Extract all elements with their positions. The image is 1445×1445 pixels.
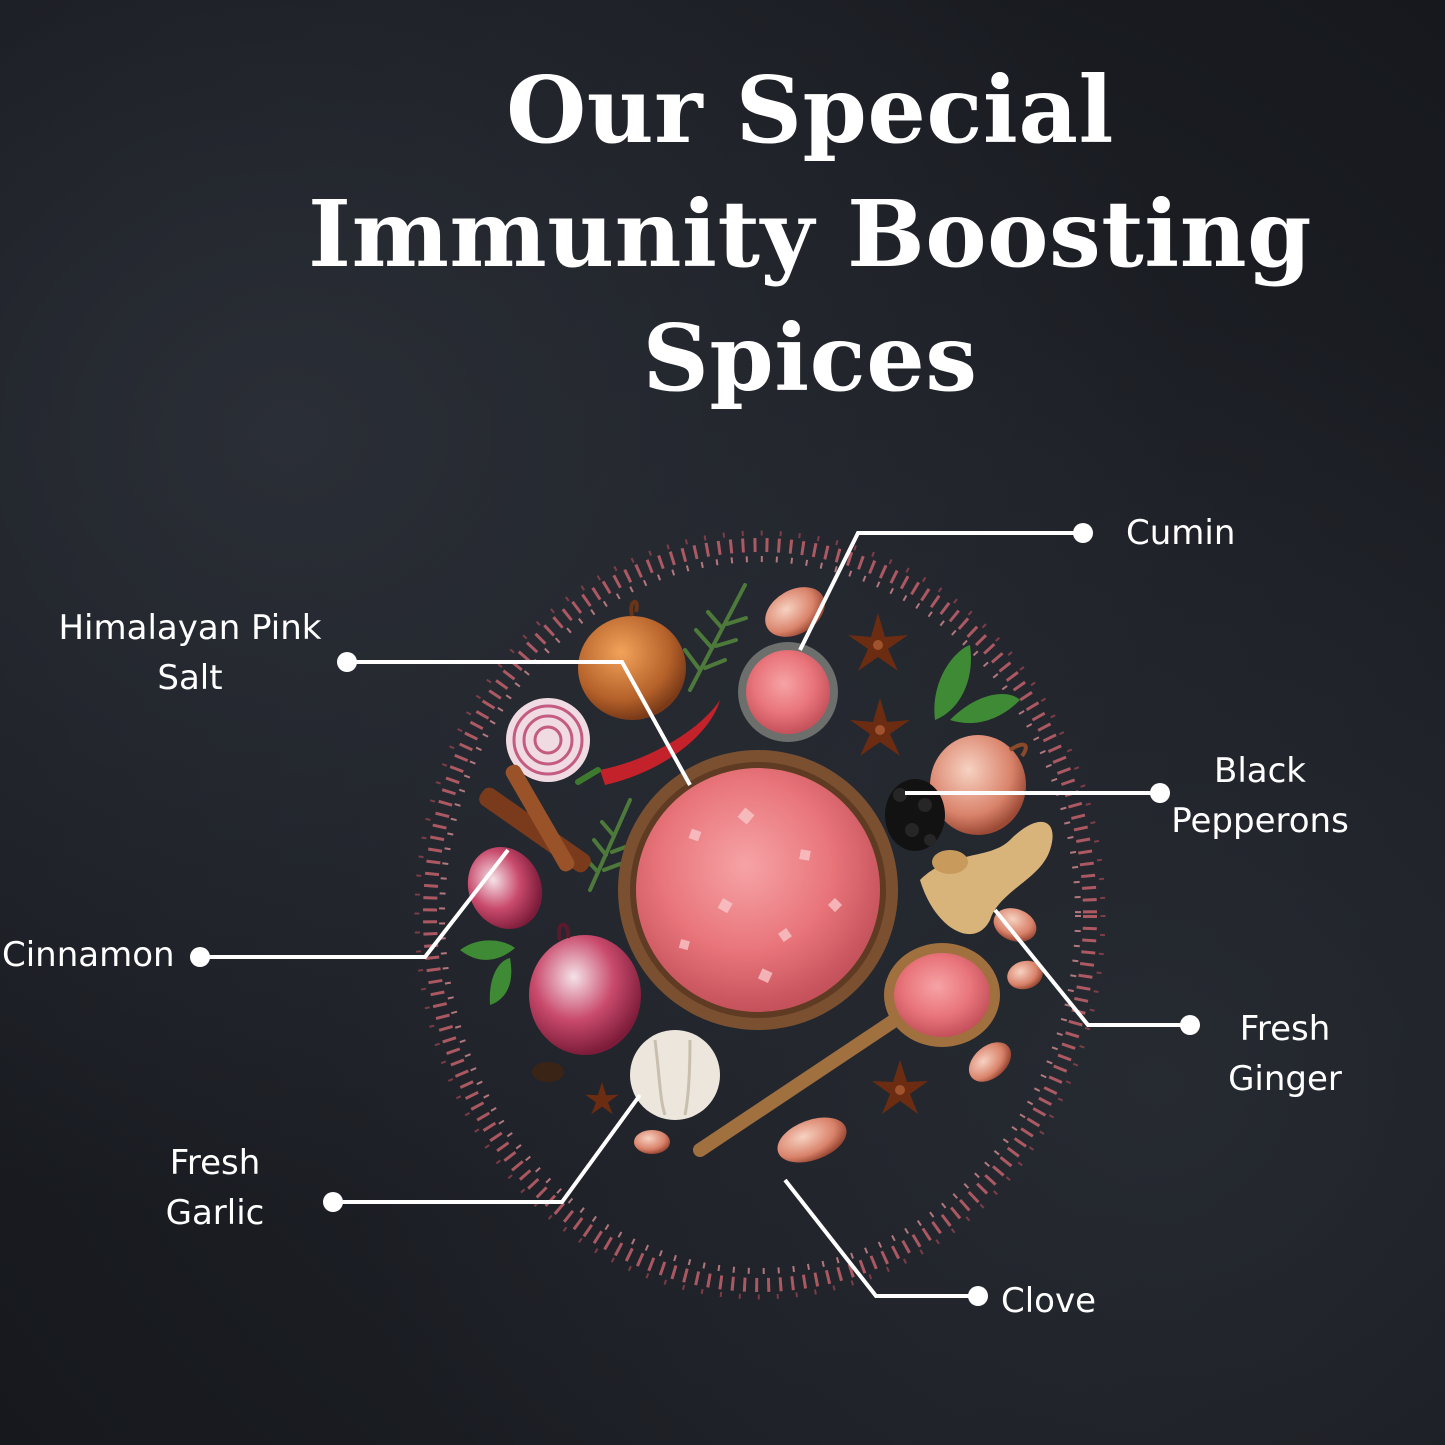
label-ginger-line-1: Fresh bbox=[1239, 1009, 1331, 1049]
red-shallot-left bbox=[467, 847, 543, 929]
title-line-2: Immunity Boosting bbox=[308, 180, 1312, 288]
red-onion bbox=[529, 922, 641, 1055]
callout-line-pink-salt bbox=[347, 660, 692, 786]
label-garlic: Fresh Garlic bbox=[140, 1138, 290, 1238]
garlic-cloves-right bbox=[968, 908, 1043, 1082]
basil-leaves bbox=[460, 645, 1020, 1005]
callout-line-clove bbox=[783, 1178, 978, 1298]
label-clove: Clove bbox=[1001, 1281, 1097, 1321]
label-black-pepper-line-2: Pepperons bbox=[1171, 801, 1349, 841]
salt-ring bbox=[414, 530, 1106, 1300]
callout-dot-garlic bbox=[323, 1192, 343, 1212]
label-garlic-line-2: Garlic bbox=[165, 1193, 265, 1233]
brown-onion bbox=[578, 600, 686, 720]
wooden-spoon bbox=[693, 943, 1000, 1157]
callout-dot-black-pepper bbox=[1150, 783, 1170, 803]
cinnamon-sticks bbox=[479, 764, 591, 873]
callout-line-ginger bbox=[993, 908, 1190, 1027]
label-pink-salt-line-2: Salt bbox=[157, 658, 223, 698]
callout-dots bbox=[190, 523, 1200, 1306]
label-cinnamon: Cinnamon bbox=[2, 935, 175, 975]
title-line-3: Spices bbox=[642, 304, 978, 412]
shallot-right bbox=[930, 735, 1028, 835]
black-pepper-pile bbox=[885, 779, 945, 851]
star-anise bbox=[585, 613, 928, 1115]
sliced-onion bbox=[506, 698, 590, 782]
callout-dot-ginger bbox=[1180, 1015, 1200, 1035]
label-black-pepper-line-1: Black bbox=[1214, 751, 1306, 791]
rosemary-sprig bbox=[583, 583, 748, 892]
garlic-clove-small bbox=[634, 1130, 670, 1154]
label-ginger-line-2: Ginger bbox=[1228, 1059, 1342, 1099]
label-garlic-line-1: Fresh bbox=[169, 1143, 261, 1183]
label-ginger: Fresh Ginger bbox=[1200, 1004, 1370, 1104]
label-pink-salt-line-1: Himalayan Pink bbox=[58, 608, 322, 648]
garlic-clove-top bbox=[765, 587, 825, 637]
red-chili bbox=[575, 700, 720, 785]
callout-line-cinnamon bbox=[200, 848, 510, 959]
callout-dot-cinnamon bbox=[190, 947, 210, 967]
main-salt-bowl bbox=[618, 750, 898, 1030]
callout-line-cumin bbox=[798, 531, 1083, 651]
label-black-pepper: Black Pepperons bbox=[1150, 746, 1370, 846]
label-pink-salt: Himalayan Pink Salt bbox=[40, 603, 340, 703]
small-bowl-top bbox=[738, 642, 838, 742]
callout-line-garlic bbox=[333, 1093, 642, 1204]
callout-dot-cumin bbox=[1073, 523, 1093, 543]
callout-dot-clove bbox=[968, 1286, 988, 1306]
ginger-root bbox=[920, 821, 1053, 935]
callout-dot-pink-salt bbox=[337, 652, 357, 672]
garlic-clove-bottom bbox=[777, 1117, 847, 1163]
label-cumin: Cumin bbox=[1126, 513, 1236, 553]
title-line-1: Our Special bbox=[506, 56, 1114, 164]
garlic-bulb bbox=[630, 1030, 720, 1120]
page-title: Our Special Immunity Boosting Spices bbox=[240, 48, 1380, 420]
clove-pod bbox=[532, 1062, 564, 1082]
callout-lines bbox=[200, 531, 1190, 1298]
